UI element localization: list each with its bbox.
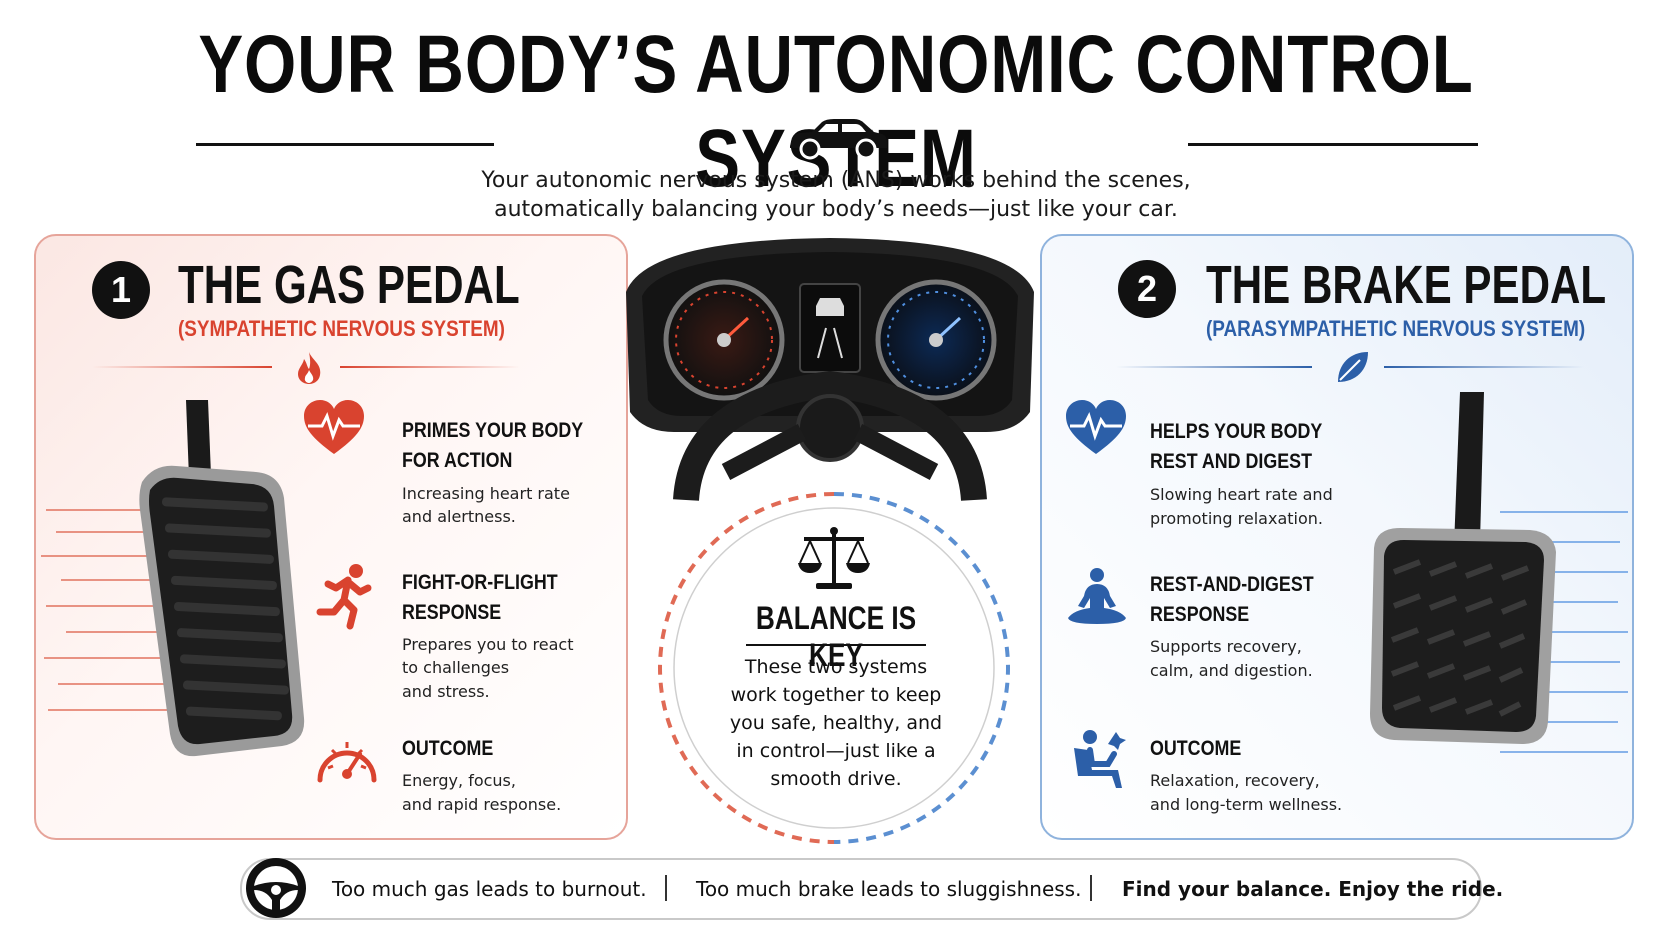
intro-text: Your autonomic nervous system (ANS) work… (0, 166, 1672, 224)
brake-item-3-desc-1: Relaxation, recovery, (1150, 771, 1320, 790)
balance-ring (658, 492, 1010, 844)
gas-item-1-head-2: FOR ACTION (402, 449, 513, 472)
leaf-icon (1338, 352, 1368, 382)
balance-desc-line-2: work together to keep (730, 684, 942, 706)
balance-desc-line-1: These two systems (744, 656, 928, 678)
brake-item-3-head: OUTCOME (1150, 737, 1242, 760)
footer-bar: Too much gas leads to burnout. Too much … (240, 858, 1503, 920)
brake-divider-right (1384, 366, 1584, 368)
balance-desc-line-5: smooth drive. (770, 768, 902, 790)
brake-panel-subtitle: (PARASYMPATHETIC NERVOUS SYSTEM) (1206, 316, 1586, 341)
brake-pedal-illustration (1370, 392, 1628, 753)
balance-desc-line-3: you safe, healthy, and (729, 712, 943, 734)
brake-item-1-head-1: HELPS YOUR BODY (1150, 420, 1323, 443)
brake-item-2-head-2: RESPONSE (1150, 603, 1250, 626)
gas-item-2-desc-2: to challenges (402, 658, 510, 677)
heart-pulse-icon (304, 400, 364, 454)
header-rule-left (196, 143, 494, 146)
footer-text-balance: Find your balance. Enjoy the ride. (1122, 877, 1504, 901)
brake-divider-left (1116, 366, 1312, 368)
brake-item-2-desc-1: Supports recovery, (1150, 637, 1302, 656)
footer-separator-1 (665, 875, 667, 901)
gas-panel-title: THE GAS PEDAL (178, 255, 520, 315)
gas-number-badge: 1 (92, 261, 150, 319)
balance-description: These two systems work together to keep … (706, 653, 966, 793)
gas-item-2-head-2: RESPONSE (402, 601, 502, 624)
gas-panel-subtitle: (SYMPATHETIC NERVOUS SYSTEM) (178, 316, 505, 341)
brake-item-1-desc-1: Slowing heart rate and (1150, 485, 1333, 504)
meditation-icon (1068, 568, 1126, 624)
gas-item-2-head-1: FIGHT-OR-FLIGHT (402, 571, 558, 594)
balance-underline (746, 644, 926, 646)
gas-divider-right (340, 366, 520, 368)
brake-panel-title: THE BRAKE PEDAL (1206, 255, 1607, 315)
page-title: YOUR BODY’S AUTONOMIC CONTROL SYSTEM (198, 19, 1474, 204)
header-rule-right (1188, 143, 1478, 146)
brake-item-1-head-2: REST AND DIGEST (1150, 450, 1312, 473)
brake-number-badge: 2 (1118, 260, 1176, 318)
gas-pedal-panel (34, 234, 628, 840)
gas-item-2-desc-3: and stress. (402, 682, 490, 701)
brake-item-1-desc-2: promoting relaxation. (1150, 509, 1323, 528)
brake-item-2-head-1: REST-AND-DIGEST (1150, 573, 1314, 596)
running-person-icon (316, 564, 372, 630)
dashboard-illustration (626, 238, 1034, 502)
gas-item-3-desc-1: Energy, focus, (402, 771, 516, 790)
gas-divider-left (92, 366, 272, 368)
gas-pedal-illustration (41, 400, 305, 757)
flame-icon (298, 352, 321, 384)
balance-title: BALANCE IS KEY (755, 600, 917, 673)
brake-item-3-desc-2: and long-term wellness. (1150, 795, 1343, 814)
heart-pulse-icon (1066, 400, 1126, 454)
car-icon (790, 119, 887, 160)
gas-item-1-desc-2: and alertness. (402, 507, 516, 526)
balance-desc-line-4: in control—just like a (736, 740, 936, 762)
steering-wheel-icon (246, 858, 306, 918)
intro-line-2: automatically balancing your body’s need… (494, 197, 1178, 222)
footer-separator-2 (1090, 875, 1092, 901)
gas-item-3-desc-2: and rapid response. (402, 795, 562, 814)
intro-line-1: Your autonomic nervous system (ANS) work… (481, 168, 1191, 193)
gas-item-1-head-1: PRIMES YOUR BODY (402, 419, 584, 442)
gas-item-2-desc-1: Prepares you to react (402, 635, 574, 654)
gas-item-3-head: OUTCOME (402, 737, 494, 760)
footer-text-gas: Too much gas leads to burnout. (332, 877, 647, 901)
speedometer-icon (317, 742, 377, 783)
relaxing-chair-icon (1074, 730, 1126, 788)
brake-item-2-desc-2: calm, and digestion. (1150, 661, 1313, 680)
footer-text-brake: Too much brake leads to sluggishness. (696, 877, 1082, 901)
balance-scale-icon (798, 527, 870, 589)
gas-item-1-desc-1: Increasing heart rate (402, 484, 570, 503)
